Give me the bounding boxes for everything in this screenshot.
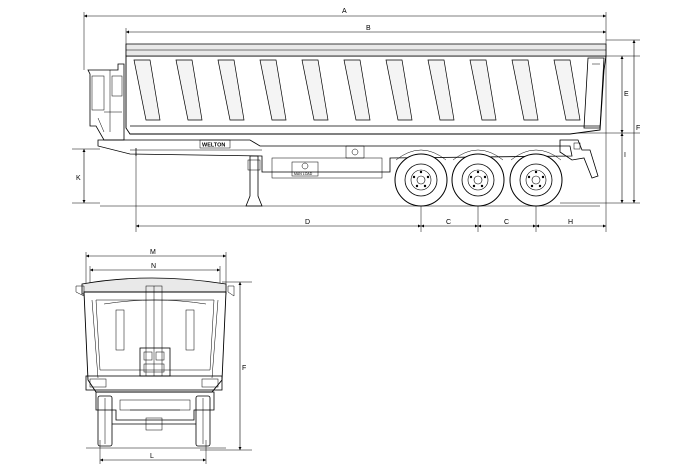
dimension-m: M	[86, 249, 226, 258]
side-view: A B E F I K D	[72, 8, 640, 232]
dimension-d-label: D	[305, 219, 310, 226]
brand-plate	[199, 139, 231, 149]
dimension-m-label: M	[150, 249, 156, 256]
rear-light-bar	[85, 375, 223, 391]
dimension-l-label: L	[150, 453, 154, 460]
brand-plate-text: WELTON	[202, 143, 225, 149]
dimension-f-rear: F	[238, 282, 246, 450]
axle-2	[451, 149, 505, 207]
dimension-h-label: H	[568, 219, 573, 226]
dimension-c-first: C	[421, 219, 478, 228]
dimension-e: E	[620, 56, 629, 133]
dimension-l: L	[100, 453, 206, 462]
dimension-b: B	[126, 25, 606, 34]
dimension-a-label: A	[342, 8, 347, 15]
dimension-e-label: E	[624, 91, 629, 98]
tipper-body	[125, 43, 607, 135]
dimension-n-label: N	[151, 263, 156, 270]
dimension-i: I	[620, 133, 626, 203]
dimension-k-label: K	[76, 175, 81, 182]
rear-body	[83, 291, 227, 393]
dimension-f-side-label: F	[636, 125, 640, 132]
dimension-c-second: C	[478, 219, 536, 228]
dimension-i-label: I	[624, 152, 626, 159]
rear-left-wheel	[97, 395, 113, 447]
dimension-d: D	[136, 219, 421, 228]
axle-3	[509, 149, 563, 207]
dimension-f-rear-label: F	[242, 365, 246, 372]
rear-view: M N F L	[75, 249, 252, 464]
dimension-k: K	[76, 149, 86, 203]
dimension-c-first-label: C	[446, 219, 451, 226]
landing-leg	[245, 155, 263, 207]
dimension-f-side: F	[632, 40, 640, 203]
rear-right-wheel	[195, 395, 211, 447]
dimension-c-second-label: C	[504, 219, 509, 226]
axle-1	[394, 149, 448, 207]
small-plate-text: MAN LOAD	[294, 172, 313, 176]
dimension-a: A	[84, 8, 606, 18]
rear-underrun	[95, 391, 215, 421]
dimension-n: N	[90, 263, 220, 272]
dimension-h: H	[536, 219, 606, 228]
dimension-b-label: B	[366, 25, 371, 32]
front-bulkhead	[87, 63, 125, 141]
